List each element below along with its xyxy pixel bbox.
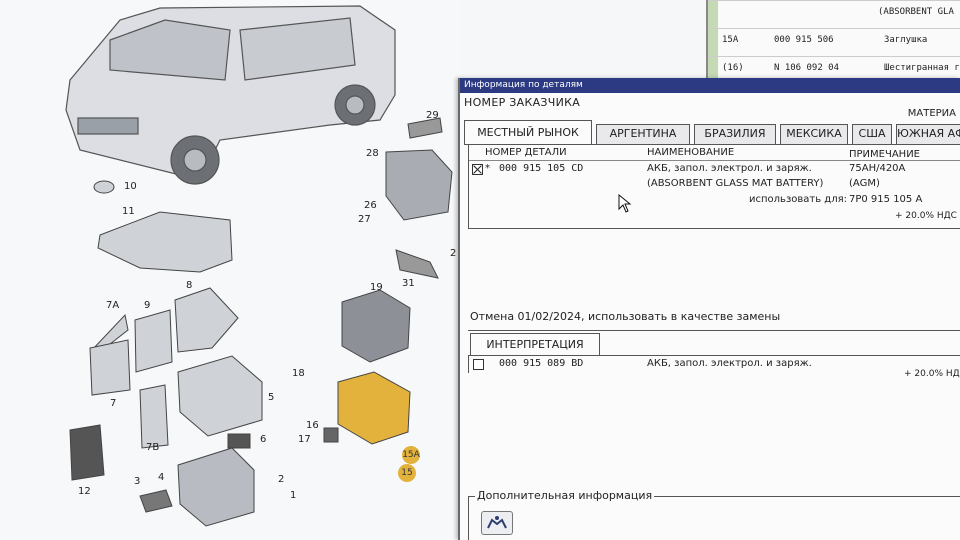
interpretation-part-number: 000 915 089 BD — [499, 358, 584, 369]
background-parts-table: (ABSORBENT GLA 15A 000 915 506 Заглушка … — [706, 0, 960, 80]
callout-12[interactable]: 12 — [78, 486, 91, 497]
table-row[interactable]: 000 915 089 BD АКБ, запол. электрол. и з… — [468, 355, 960, 373]
callout-2b[interactable]: 2 — [450, 248, 457, 259]
callout-11[interactable]: 11 — [122, 206, 135, 217]
tab-local-market[interactable]: МЕСТНЫЙ РЫНОК — [464, 120, 592, 144]
callout-6[interactable]: 6 — [260, 434, 267, 445]
callout-27[interactable]: 27 — [358, 214, 371, 225]
interpretation-vat: + 20.0% НДС — [904, 369, 960, 379]
callout-4[interactable]: 4 — [158, 472, 165, 483]
table-side-strip — [708, 0, 718, 80]
tab-argentina[interactable]: АРГЕНТИНА — [596, 124, 690, 144]
callout-8[interactable]: 8 — [186, 280, 193, 291]
callout-29[interactable]: 29 — [426, 110, 439, 121]
exploded-parts-diagram: 10 11 7A 9 8 7 7B 12 3 4 5 6 2 1 29 28 2… — [0, 0, 460, 540]
mouse-cursor-icon — [618, 194, 632, 213]
row-name: Шестигранная га — [884, 63, 960, 73]
row-position: 15A — [722, 35, 739, 45]
market-tabs: МЕСТНЫЙ РЫНОК АРГЕНТИНА БРАЗИЛИЯ МЕКСИКА… — [464, 120, 960, 144]
callout-7a[interactable]: 7A — [106, 300, 120, 311]
dialog-titlebar[interactable]: Информация по деталям — [460, 78, 960, 93]
table-row[interactable]: (ABSORBENT GLA — [708, 0, 960, 24]
row-part-number: N 106 092 04 — [774, 63, 840, 73]
additional-info-button[interactable] — [481, 511, 513, 535]
customer-number-label: НОМЕР ЗАКАЗЧИКА — [464, 96, 581, 109]
header-note: ПРИМЕЧАНИЕ — [849, 149, 920, 160]
interpretation-name: АКБ, запол. электрол. и заряж. — [647, 358, 812, 369]
table-row[interactable]: (16) N 106 092 04 Шестигранная га — [708, 56, 960, 80]
callout-17[interactable]: 17 — [298, 434, 311, 445]
parts-illustrations — [69, 117, 453, 527]
parts-grid: НОМЕР ДЕТАЛИ НАИМЕНОВАНИЕ ПРИМЕЧАНИЕ * 0… — [468, 145, 960, 229]
callout-31[interactable]: 31 — [402, 278, 415, 289]
row-name: Заглушка — [884, 35, 928, 45]
interpretation-checkbox[interactable] — [473, 359, 484, 370]
diagram-drawing — [65, 5, 453, 527]
callout-16[interactable]: 16 — [306, 420, 319, 431]
additional-info-label: Дополнительная информация — [475, 489, 655, 502]
tab-usa[interactable]: США — [852, 124, 892, 144]
row-note-line1: 75AH/420A — [849, 163, 906, 174]
row-name-line1: АКБ, запол. электрол. и заряж. — [647, 163, 812, 174]
callout-28[interactable]: 28 — [366, 148, 379, 159]
tab-south-africa[interactable]: ЮЖНАЯ АФР — [896, 124, 960, 144]
callout-7b[interactable]: 7B — [146, 442, 160, 453]
callout-1[interactable]: 1 — [290, 490, 297, 501]
row-position: (16) — [722, 63, 744, 73]
row-note-line2: (AGM) — [849, 178, 880, 189]
additional-info-section: Дополнительная информация — [468, 489, 960, 540]
callout-5[interactable]: 5 — [268, 392, 275, 403]
table-row[interactable]: 15A 000 915 506 Заглушка — [708, 28, 960, 52]
grid-header: НОМЕР ДЕТАЛИ НАИМЕНОВАНИЕ ПРИМЕЧАНИЕ — [469, 145, 960, 161]
callout-15-highlighted[interactable]: 15 — [398, 464, 416, 482]
row-part-number: 000 915 105 CD — [499, 163, 584, 174]
part-info-dialog: Информация по деталям НОМЕР ЗАКАЗЧИКА МА… — [458, 78, 960, 540]
header-part-number: НОМЕР ДЕТАЛИ — [485, 147, 567, 158]
callout-3[interactable]: 3 — [134, 476, 141, 487]
row-part-number: 000 915 506 — [774, 35, 834, 45]
callout-15a-highlighted[interactable]: 15A — [402, 446, 420, 464]
row-use-for-label: использовать для: — [749, 194, 847, 205]
callout-2[interactable]: 2 — [278, 474, 285, 485]
row-note-line3: 7P0 915 105 A — [849, 194, 923, 205]
callout-9[interactable]: 9 — [144, 300, 151, 311]
interpretation-section: ИНТЕРПРЕТАЦИЯ 000 915 089 BD АКБ, запол.… — [468, 330, 960, 380]
tab-brazil[interactable]: БРАЗИЛИЯ — [694, 124, 776, 144]
replacement-notice: Отмена 01/02/2024, использовать в качест… — [470, 310, 781, 323]
callout-10[interactable]: 10 — [124, 181, 137, 192]
row-select-checkbox[interactable] — [472, 164, 483, 175]
callout-26[interactable]: 26 — [364, 200, 377, 211]
row-name: (ABSORBENT GLA — [878, 7, 954, 17]
tab-underline — [464, 144, 960, 145]
material-label: МАТЕРИА — [907, 108, 956, 119]
van-illustration — [65, 5, 396, 185]
row-star: * — [485, 163, 490, 174]
vat-note: + 20.0% НДС — [895, 211, 957, 221]
callout-19[interactable]: 19 — [370, 282, 383, 293]
callout-7[interactable]: 7 — [110, 398, 117, 409]
tab-mexico[interactable]: МЕКСИКА — [780, 124, 848, 144]
tab-interpretation[interactable]: ИНТЕРПРЕТАЦИЯ — [470, 333, 600, 355]
callout-18[interactable]: 18 — [292, 368, 305, 379]
row-name-line2: (ABSORBENT GLASS MAT BATTERY) — [647, 178, 824, 189]
header-name: НАИМЕНОВАНИЕ — [647, 147, 735, 158]
link-icon — [487, 516, 507, 529]
